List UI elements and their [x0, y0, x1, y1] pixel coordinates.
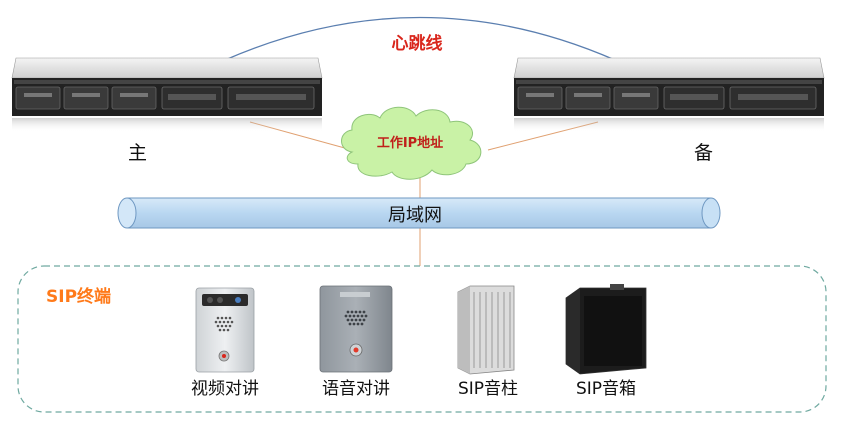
sip-group-title: SIP终端: [46, 287, 112, 307]
cloud-label: 工作IP地址: [376, 136, 444, 151]
voice-intercom-panel-icon: [319, 285, 393, 373]
standby-server-label: 备: [694, 142, 714, 164]
primary-server-label: 主: [128, 142, 148, 164]
box-speaker-icon: [565, 284, 647, 375]
sip-group-border: [17, 265, 827, 413]
heartbeat-line: [224, 16, 616, 61]
device-label-video-intercom: 视频对讲: [191, 379, 259, 399]
primary-server-icon: [11, 57, 323, 132]
heartbeat-label: 心跳线: [391, 34, 443, 54]
lan-label: 局域网: [388, 205, 442, 226]
lan-bar: [117, 197, 721, 229]
device-label-box-speaker: SIP音箱: [575, 379, 637, 399]
device-label-column-speaker: SIP音柱: [457, 379, 519, 399]
standby-server-icon: [513, 57, 825, 132]
column-speaker-icon: [457, 285, 515, 375]
video-intercom-panel-icon: [195, 287, 255, 373]
cloud-icon: [341, 106, 482, 180]
device-label-voice-intercom: 语音对讲: [322, 379, 390, 399]
